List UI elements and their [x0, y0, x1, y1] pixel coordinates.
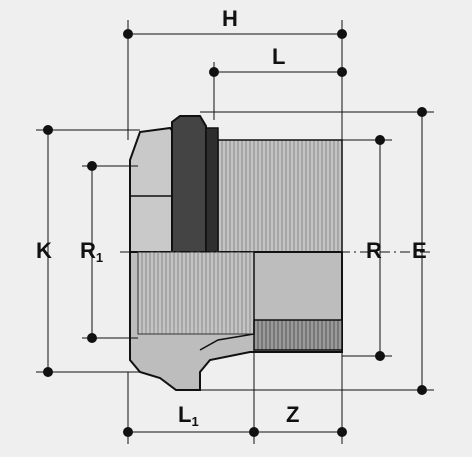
label-l1-sub: 1	[191, 414, 198, 429]
label-l1: L1	[178, 402, 199, 429]
flange	[171, 115, 207, 253]
label-l1-letter: L	[178, 402, 191, 427]
label-r1-sub: 1	[96, 250, 103, 265]
label-l: L	[272, 44, 285, 69]
label-e: E	[412, 238, 427, 263]
dimension-lines	[36, 20, 434, 444]
external-thread-lower	[253, 319, 343, 351]
label-r: R	[366, 238, 382, 263]
label-r1-letter: R	[80, 238, 96, 263]
fitting-body	[129, 115, 343, 391]
internal-thread-lower	[137, 251, 255, 335]
label-h: H	[222, 6, 238, 31]
hex-nut-upper	[129, 126, 176, 253]
gasket	[205, 127, 219, 253]
label-z: Z	[286, 402, 299, 427]
external-thread-upper	[217, 139, 343, 253]
label-r1: R1	[80, 238, 103, 265]
label-k: K	[36, 238, 52, 263]
